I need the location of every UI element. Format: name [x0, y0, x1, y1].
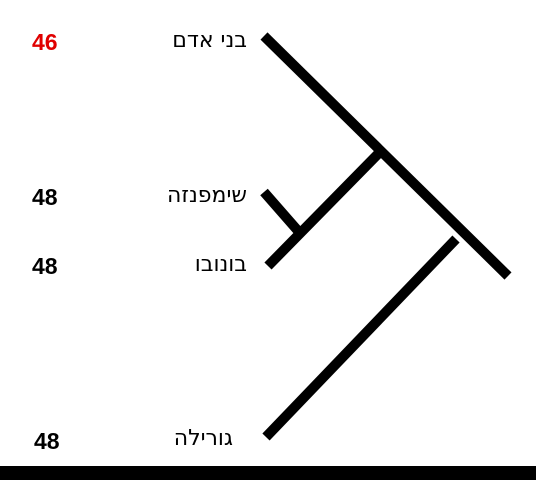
- count-bonobo: 48: [32, 253, 58, 279]
- count-chimpanzee: 48: [32, 184, 58, 210]
- bottom-border-bar: [0, 466, 536, 480]
- branch-chimpanzee: [260, 188, 303, 236]
- branch-humans-to-root: [260, 32, 512, 280]
- branch-gorilla: [262, 235, 460, 441]
- label-bonobo: בונובו: [194, 252, 247, 277]
- count-gorilla: 48: [34, 428, 60, 454]
- count-humans: 46: [32, 29, 58, 55]
- label-humans: בני אדם: [172, 28, 247, 53]
- label-chimpanzee: שימפנזה: [167, 183, 247, 208]
- branch-chimp-bonobo-clade: [264, 150, 382, 270]
- label-gorilla: גורילה: [173, 426, 233, 451]
